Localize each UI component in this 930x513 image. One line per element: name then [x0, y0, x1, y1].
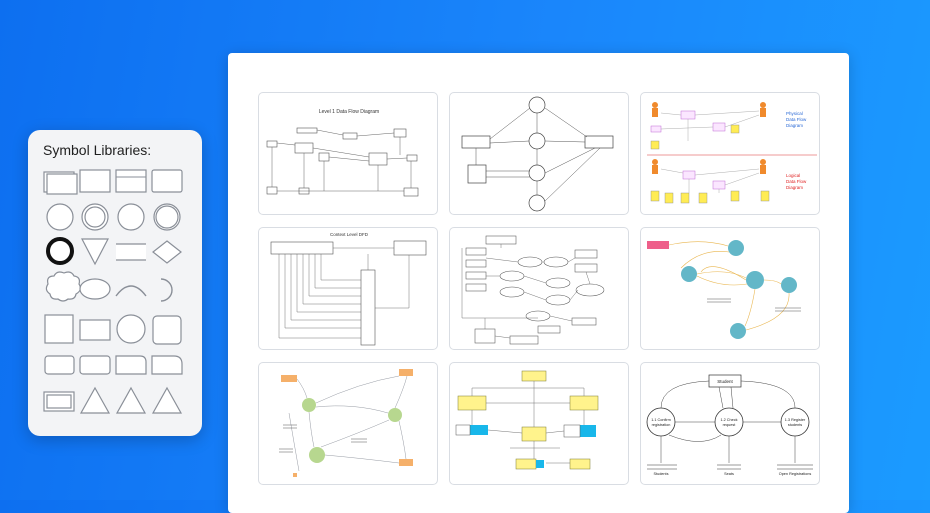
green-dfd-thumbnail [279, 369, 413, 477]
context-dfd-thumbnail: Context Level DFD [270, 232, 427, 346]
symbol-process-circle[interactable] [117, 203, 145, 231]
template-card-green-dfd[interactable] [258, 362, 438, 485]
template-card-rounded-dfd[interactable] [449, 227, 629, 350]
symbol-tab-rect[interactable] [151, 355, 183, 375]
symbol-multi-document[interactable] [43, 171, 78, 195]
symbol-triangle-3[interactable] [151, 386, 183, 414]
level1-dfd-thumbnail: Level 1 Data Flow Diagram [266, 109, 419, 197]
datastore-students: Students [654, 472, 669, 476]
symbol-triangle[interactable] [79, 386, 111, 414]
symbol-open-arc[interactable] [160, 278, 173, 302]
datastore-seats: Seats [724, 472, 734, 476]
symbol-diamond[interactable] [152, 240, 182, 264]
symbol-double-rect[interactable] [43, 391, 75, 412]
symbol-rectangle[interactable] [79, 319, 111, 341]
symbol-ellipse[interactable] [79, 278, 111, 300]
symbol-bold-ring[interactable] [153, 203, 181, 231]
symbol-triangle-2[interactable] [115, 386, 147, 414]
template-card-context-dfd[interactable]: Context Level DFD [258, 227, 438, 350]
symbol-rounded-square[interactable] [152, 315, 182, 345]
template-card-yellow-dfd[interactable] [449, 362, 629, 485]
template-card-process-dfd[interactable] [449, 92, 629, 215]
symbol-thick-circle[interactable] [46, 237, 74, 265]
symbol-entity[interactable] [151, 169, 183, 193]
template-gallery: Level 1 Data Flow Diagram [228, 53, 849, 513]
context-dfd-title: Context Level DFD [330, 232, 369, 237]
symbol-arc[interactable] [115, 285, 147, 297]
process-dfd-thumbnail [461, 96, 614, 212]
level1-dfd-title: Level 1 Data Flow Diagram [319, 109, 379, 115]
symbol-rounded-rect[interactable] [44, 355, 75, 375]
symbol-square[interactable] [44, 314, 74, 344]
symbol-libraries-panel: Symbol Libraries: [28, 130, 202, 436]
symbol-circle[interactable] [46, 203, 74, 231]
symbol-process-box[interactable] [79, 169, 111, 193]
yellow-dfd-thumbnail [455, 370, 599, 470]
symbol-double-circle[interactable] [81, 203, 109, 231]
teal-dfd-thumbnail [647, 240, 801, 339]
symbol-data-store[interactable] [115, 169, 147, 193]
rounded-dfd-thumbnail [461, 235, 605, 345]
template-card-level1-dfd[interactable]: Level 1 Data Flow Diagram [258, 92, 438, 215]
symbol-libraries-title: Symbol Libraries: [43, 142, 152, 158]
template-card-teal-dfd[interactable] [640, 227, 820, 350]
symbol-rounded-box[interactable] [79, 355, 111, 375]
symbol-grid [43, 169, 183, 414]
symbol-corner-rect[interactable] [115, 355, 147, 375]
symbol-open-store[interactable] [116, 243, 146, 261]
student-entity-label: Student [717, 379, 733, 384]
symbol-cloud[interactable] [45, 271, 82, 302]
symbol-down-triangle[interactable] [81, 238, 109, 266]
datastore-open-registrations: Open Registrations [779, 472, 812, 476]
symbol-large-circle[interactable] [116, 314, 146, 344]
